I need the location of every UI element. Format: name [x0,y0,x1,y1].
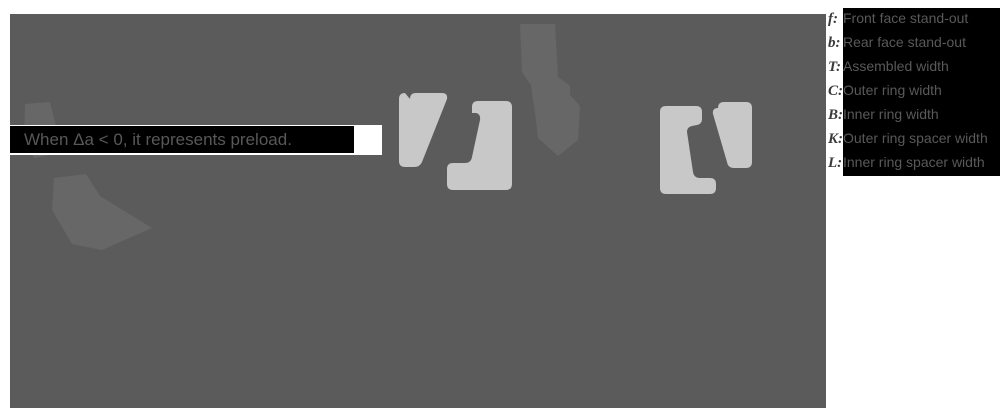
legend-backdrop [843,8,1000,176]
legend-symbol: C: [828,83,843,99]
inner-ring-left [447,101,512,190]
legend-description: Front face stand-out [843,10,969,26]
legend-item-rear-face-stand-out: b:Rear face stand-out [828,30,1000,54]
legend-symbol: b: [828,35,841,51]
legend-item-inner-ring-spacer-width: L:Inner ring spacer width [828,150,1000,174]
outer-ring-left [399,93,448,167]
caption-highlight [10,126,354,153]
legend-description: Inner ring spacer width [843,154,985,170]
legend-description: Assembled width [843,58,949,74]
foreground-parts-layer [399,93,752,194]
legend-item-assembled-width: T:Assembled width [828,54,1000,78]
housing-shadow-lower [535,86,580,156]
legend-symbol: T: [828,59,842,75]
legend-description: Outer ring spacer width [843,130,988,146]
legend: f: Front face stand-out b:Rear face stand… [828,6,1000,176]
legend-symbol: L: [828,155,843,171]
legend-item-outer-ring-spacer-width: K:Outer ring spacer width [828,126,1000,150]
bracket-shadow-bottom [52,174,152,250]
legend-symbol: f: [828,11,838,27]
legend-item-outer-ring-width: C:Outer ring width [828,78,1000,102]
legend-symbol: K: [828,131,843,147]
legend-description: Outer ring width [843,82,942,98]
legend-description: Rear face stand-out [843,34,966,50]
legend-description: Inner ring width [843,106,939,122]
diagram-canvas: When Δa < 0, it represents preload. [10,14,826,408]
legend-list: f: Front face stand-out b:Rear face stand… [828,6,1000,174]
legend-item-front-face-stand-out: f: Front face stand-out [828,6,1000,30]
inner-ring-right [712,102,752,168]
legend-item-inner-ring-width: B:Inner ring width [828,102,1000,126]
caption-text: When Δa < 0, it represents preload. [24,130,292,149]
outer-ring-right [660,106,716,194]
legend-symbol: B: [828,107,843,123]
